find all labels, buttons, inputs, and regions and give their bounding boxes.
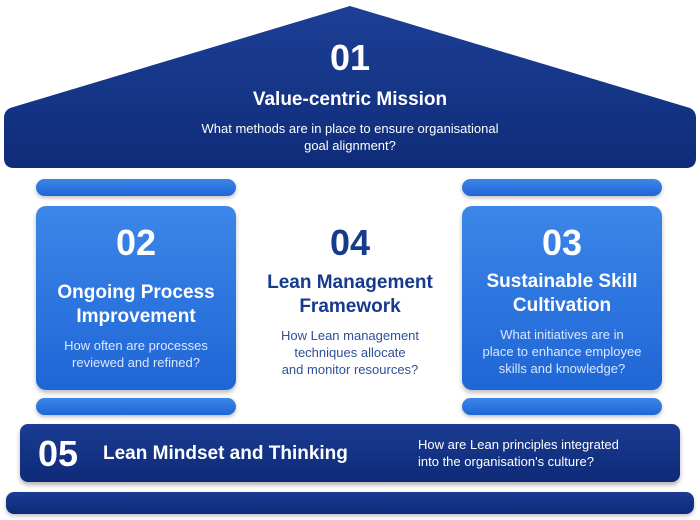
center-number: 04 xyxy=(329,222,371,263)
center-title-line-1: Lean Management xyxy=(267,272,433,293)
roof-title: Value-centric Mission xyxy=(252,89,448,110)
left-pillar-question-line-1: How often are processes xyxy=(64,338,208,353)
left-pillar xyxy=(36,206,236,390)
roof-triangle xyxy=(4,6,696,168)
base-title: Lean Mindset and Thinking xyxy=(103,443,348,464)
left-pillar-number: 02 xyxy=(115,222,157,263)
right-top-capital xyxy=(462,179,662,196)
foundation-bar xyxy=(6,492,694,514)
left-top-capital xyxy=(36,179,236,196)
base-number: 05 xyxy=(38,433,79,474)
left-pillar-title-line-2: Improvement xyxy=(76,306,196,327)
right-pillar-question-line-1: What initiatives are in xyxy=(500,327,624,342)
center-title-line-2: Framework xyxy=(299,296,401,317)
right-pillar-question-line-3: skills and knowledge? xyxy=(498,361,626,376)
base-bar xyxy=(20,424,680,482)
center-question-line-2: techniques allocate xyxy=(294,345,406,360)
right-pillar-title-line-1: Sustainable Skill xyxy=(486,271,638,292)
right-bottom-capital xyxy=(462,398,662,415)
left-pillar-title-line-1: Ongoing Process xyxy=(57,282,215,303)
roof-question-line-1: What methods are in place to ensure orga… xyxy=(201,121,499,136)
left-pillar-question-line-2: reviewed and refined? xyxy=(72,355,200,370)
base-question-line-1: How are Lean principles integrated xyxy=(418,437,619,452)
center-question-line-1: How Lean management xyxy=(280,328,420,343)
center-question-line-3: and monitor resources? xyxy=(281,362,419,377)
roof-question-line-2: goal alignment? xyxy=(304,138,396,153)
left-bottom-capital xyxy=(36,398,236,415)
right-pillar-title-line-2: Cultivation xyxy=(512,295,612,316)
base-question-line-2: into the organisation's culture? xyxy=(418,454,594,469)
roof-number: 01 xyxy=(329,37,371,78)
right-pillar-number: 03 xyxy=(541,222,583,263)
right-pillar-question-line-2: place to enhance employee xyxy=(482,344,642,359)
right-pillar xyxy=(462,206,662,390)
